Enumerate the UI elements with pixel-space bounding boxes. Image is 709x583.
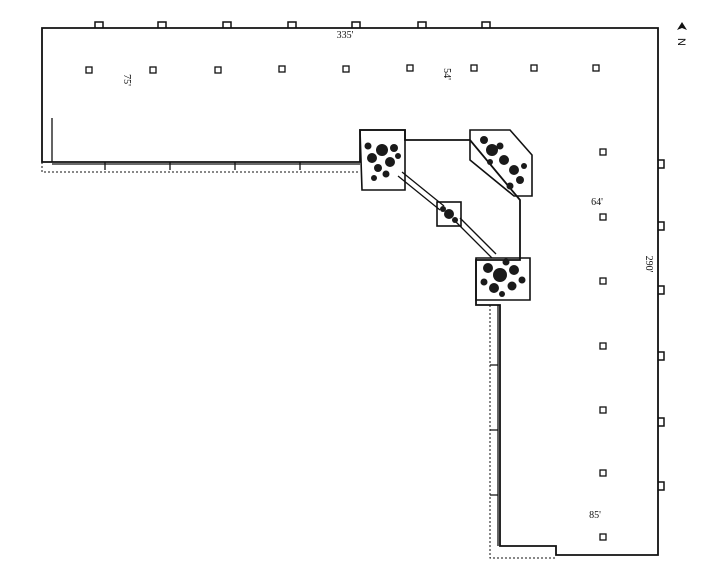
dim-east-length: 290' [643,256,654,273]
dim-mid-width: 54' [441,68,452,80]
east-edge-notches [658,159,665,491]
planter-boxes [359,129,533,301]
top-edge-notches [94,21,491,28]
north-arrow-icon [677,22,687,30]
dim-south-width: 85' [589,510,601,521]
tree-foliage [364,136,527,297]
dim-west-wing-depth: 75' [121,74,132,86]
dim-east-wing-depth: 64' [591,197,603,208]
diagonal-walkways [397,171,497,259]
dim-top-length: 335' [337,30,354,41]
west-wing-south-steps [51,118,360,170]
north-arrow: N [675,22,687,46]
column-markers [85,64,607,541]
north-label: N [675,38,687,46]
dotted-edges [41,118,556,559]
south-wing-west-steps [490,305,499,546]
building-outline [41,27,659,556]
